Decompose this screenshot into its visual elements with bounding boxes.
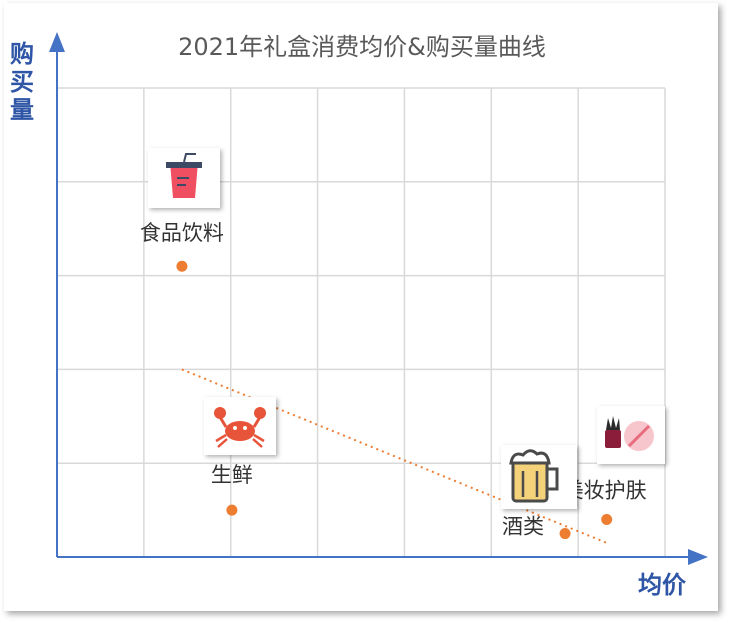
- x-axis-label: 均价: [638, 571, 687, 599]
- point-label: 生鲜: [211, 463, 253, 487]
- cosmetics-icon: [597, 406, 665, 464]
- trendline: [181, 368, 608, 544]
- chart-card: [4, 3, 718, 611]
- data-point: [559, 528, 571, 540]
- data-point: [176, 260, 188, 272]
- point-label: 酒类: [502, 515, 544, 539]
- point-label: 食品饮料: [140, 221, 224, 245]
- chart-title: 2021年礼盒消费均价&购买量曲线: [178, 33, 546, 61]
- crab-icon: [204, 397, 276, 455]
- data-point: [601, 513, 613, 525]
- drink-cup-icon: [148, 148, 220, 208]
- beer-mug-icon: [501, 445, 577, 509]
- y-axis-label: 购买量: [10, 40, 34, 124]
- data-point: [226, 504, 238, 516]
